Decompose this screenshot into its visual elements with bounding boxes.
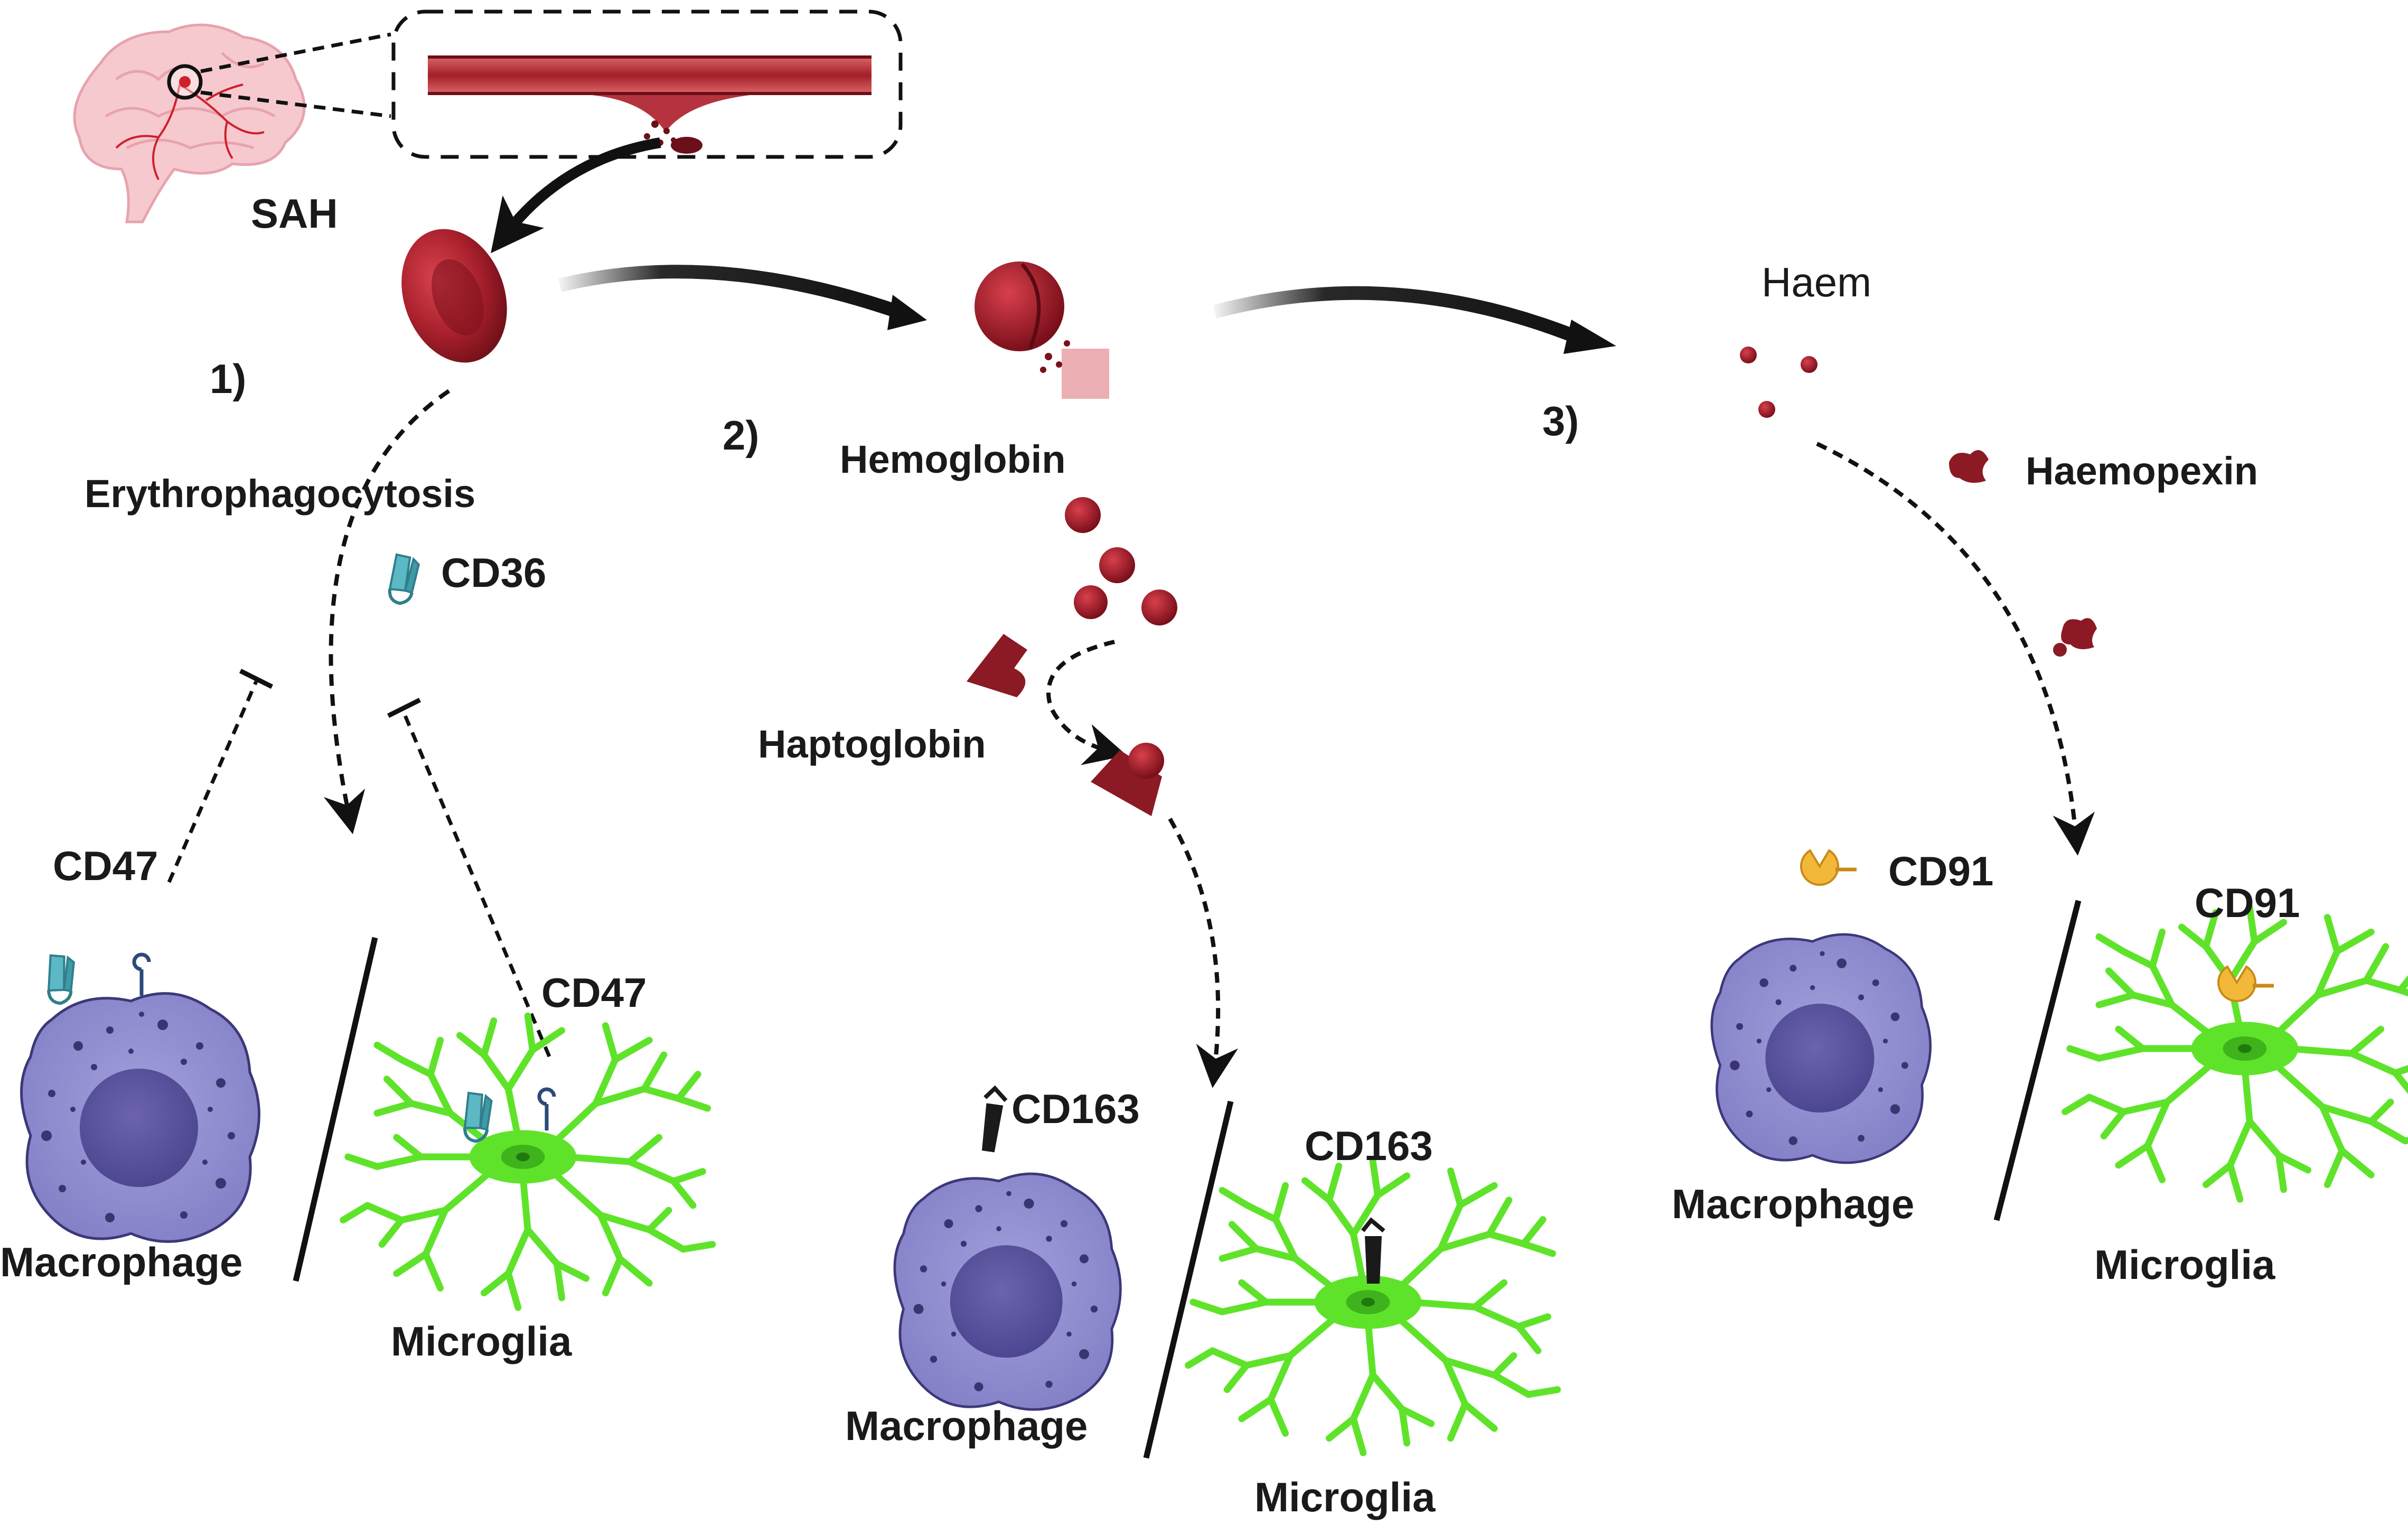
dashed-arrow-erythrophagocytosis bbox=[323, 389, 451, 835]
microglia-cell-icon bbox=[343, 1016, 713, 1307]
red-blood-cell-icon bbox=[401, 229, 507, 363]
hemoglobin-label: Hemoglobin bbox=[840, 437, 1066, 481]
haptoglobin-label: Haptoglobin bbox=[758, 722, 986, 766]
cd163-microglia-label: CD163 bbox=[1305, 1123, 1433, 1169]
cd91-microglia-label: CD91 bbox=[2195, 880, 2300, 926]
zoom-line-top bbox=[200, 32, 391, 73]
cd91-receptor-icon bbox=[2218, 967, 2274, 1001]
inhibit-bar-macrophage bbox=[239, 668, 274, 689]
step-3-label: 3) bbox=[1542, 398, 1579, 444]
haem-molecules bbox=[1740, 347, 1817, 418]
microglia-cell-icon bbox=[1188, 1161, 1558, 1453]
step-1-label: 1) bbox=[210, 356, 247, 402]
cd91-receptor-icon bbox=[1801, 850, 1857, 885]
cd91-macrophage-label: CD91 bbox=[1888, 848, 1994, 894]
inhibit-bar-microglia bbox=[387, 697, 421, 718]
zoom-line-bottom bbox=[200, 90, 391, 118]
divider-2 bbox=[1143, 1100, 1234, 1459]
macrophage-cell-icon bbox=[22, 994, 259, 1242]
divider-1 bbox=[293, 937, 378, 1282]
cd163-receptor-icon bbox=[978, 1087, 1007, 1153]
cd36-receptor-icon bbox=[38, 949, 85, 1006]
microglia-cell-icon bbox=[2065, 908, 2408, 1199]
cd47-macrophage-label: CD47 bbox=[53, 843, 158, 889]
cd47-receptor-icon bbox=[539, 1089, 554, 1130]
haemopexin-label: Haemopexin bbox=[2026, 449, 2259, 493]
lysed-red-blood-cell-icon bbox=[975, 261, 1109, 399]
haemopexin-icon bbox=[1949, 450, 2097, 657]
sah-label: SAH bbox=[251, 190, 338, 237]
dashed-arrow-haptoglobin bbox=[1046, 640, 1127, 765]
divider-3 bbox=[1993, 900, 2082, 1221]
macrophage-label-1: Macrophage bbox=[0, 1239, 243, 1285]
macrophage-label-2: Macrophage bbox=[845, 1403, 1088, 1449]
cd47-receptor-icon bbox=[134, 955, 149, 996]
microglia-label-2: Microglia bbox=[1254, 1474, 1436, 1520]
haptoglobin-icon bbox=[967, 634, 1027, 697]
hemoglobin-molecules bbox=[1065, 497, 1177, 625]
dashed-arrow-cd163 bbox=[1168, 818, 1239, 1088]
brain-icon bbox=[73, 23, 306, 223]
haem-label: Haem bbox=[1762, 259, 1872, 305]
arrow-step-3 bbox=[1213, 286, 1582, 345]
haptoglobin-hemoglobin-complex bbox=[1091, 743, 1164, 816]
macrophage-cell-icon bbox=[1712, 934, 1931, 1163]
cd36-label: CD36 bbox=[441, 549, 547, 596]
dashed-arrow-cd91 bbox=[1816, 442, 2095, 856]
macrophage-label-3: Macrophage bbox=[1672, 1181, 1915, 1227]
cd163-receptor-icon bbox=[1363, 1220, 1384, 1284]
cd163-macrophage-label: CD163 bbox=[1011, 1086, 1140, 1132]
arrow-to-rbc bbox=[491, 137, 661, 254]
ruptured-vessel-icon bbox=[391, 10, 903, 159]
inhibit-line-microglia bbox=[402, 712, 551, 1058]
macrophage-cell-icon bbox=[895, 1174, 1121, 1409]
erythrophagocytosis-label: Erythrophagocytosis bbox=[85, 472, 476, 516]
cd36-icon bbox=[383, 551, 425, 605]
step-2-label: 2) bbox=[723, 412, 760, 459]
microglia-label-3: Microglia bbox=[2094, 1241, 2275, 1288]
arrow-step-2 bbox=[558, 265, 901, 319]
cd47-microglia-label: CD47 bbox=[541, 969, 647, 1016]
inhibit-line-macrophage bbox=[167, 680, 258, 883]
microglia-label-1: Microglia bbox=[391, 1318, 572, 1364]
